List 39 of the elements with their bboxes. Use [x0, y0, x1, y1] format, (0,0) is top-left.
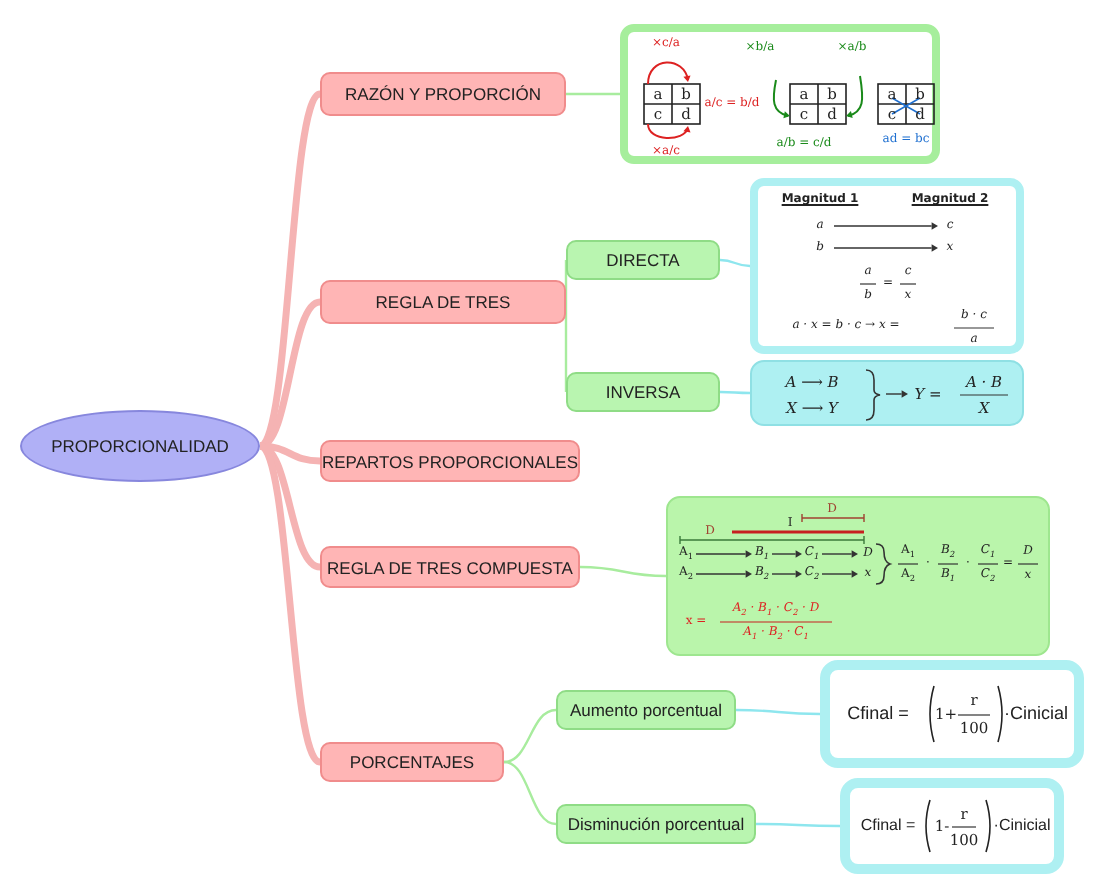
- formula-term: ·Cinicial: [993, 818, 1051, 834]
- formula-card: [620, 24, 940, 164]
- formula-card: [750, 178, 1024, 354]
- branch-line: [564, 260, 568, 302]
- formula-term: Cfinal =: [847, 705, 909, 723]
- node-label: REGLA DE TRES COMPUESTA: [327, 557, 573, 577]
- topic-box: [320, 280, 566, 324]
- node-label: PORCENTAJES: [349, 752, 475, 772]
- subtopic-box: [556, 804, 756, 844]
- formula-card: [820, 660, 1084, 768]
- branch-line: [736, 708, 820, 716]
- branch-line: [720, 390, 750, 395]
- topic-box: [320, 546, 580, 588]
- node-label: RAZÓN Y PROPORCIÓN: [345, 84, 541, 104]
- topic-box: [320, 72, 566, 116]
- node-label: Disminución porcentual: [567, 814, 745, 834]
- node-label: PROPORCIONALIDAD: [51, 436, 229, 456]
- formula-card: [840, 778, 1064, 874]
- formula-card: [750, 360, 1024, 426]
- topic-box: [320, 440, 580, 482]
- branch-line: [564, 302, 568, 392]
- branch-line: [503, 708, 557, 764]
- subtopic-box: [566, 240, 720, 280]
- node-label: REGLA DE TRES: [375, 292, 511, 312]
- subtopic-box: [556, 690, 736, 730]
- topic-box: [320, 742, 504, 782]
- node-label: REPARTOS PROPORCIONALES: [322, 451, 578, 471]
- formula-card: [666, 496, 1050, 656]
- node-label: DIRECTA: [606, 250, 680, 270]
- branch-line: [579, 565, 667, 578]
- subtopic-box: [566, 372, 720, 412]
- node-label: INVERSA: [605, 382, 681, 402]
- branch-line: [719, 258, 751, 268]
- branch-line: [503, 760, 557, 826]
- node-label: Aumento porcentual: [569, 700, 723, 720]
- branch-line: [756, 822, 840, 828]
- branch-line: [566, 92, 620, 96]
- formula-term: ·Cinicial: [1004, 705, 1068, 723]
- formula-term: Cfinal =: [860, 818, 916, 834]
